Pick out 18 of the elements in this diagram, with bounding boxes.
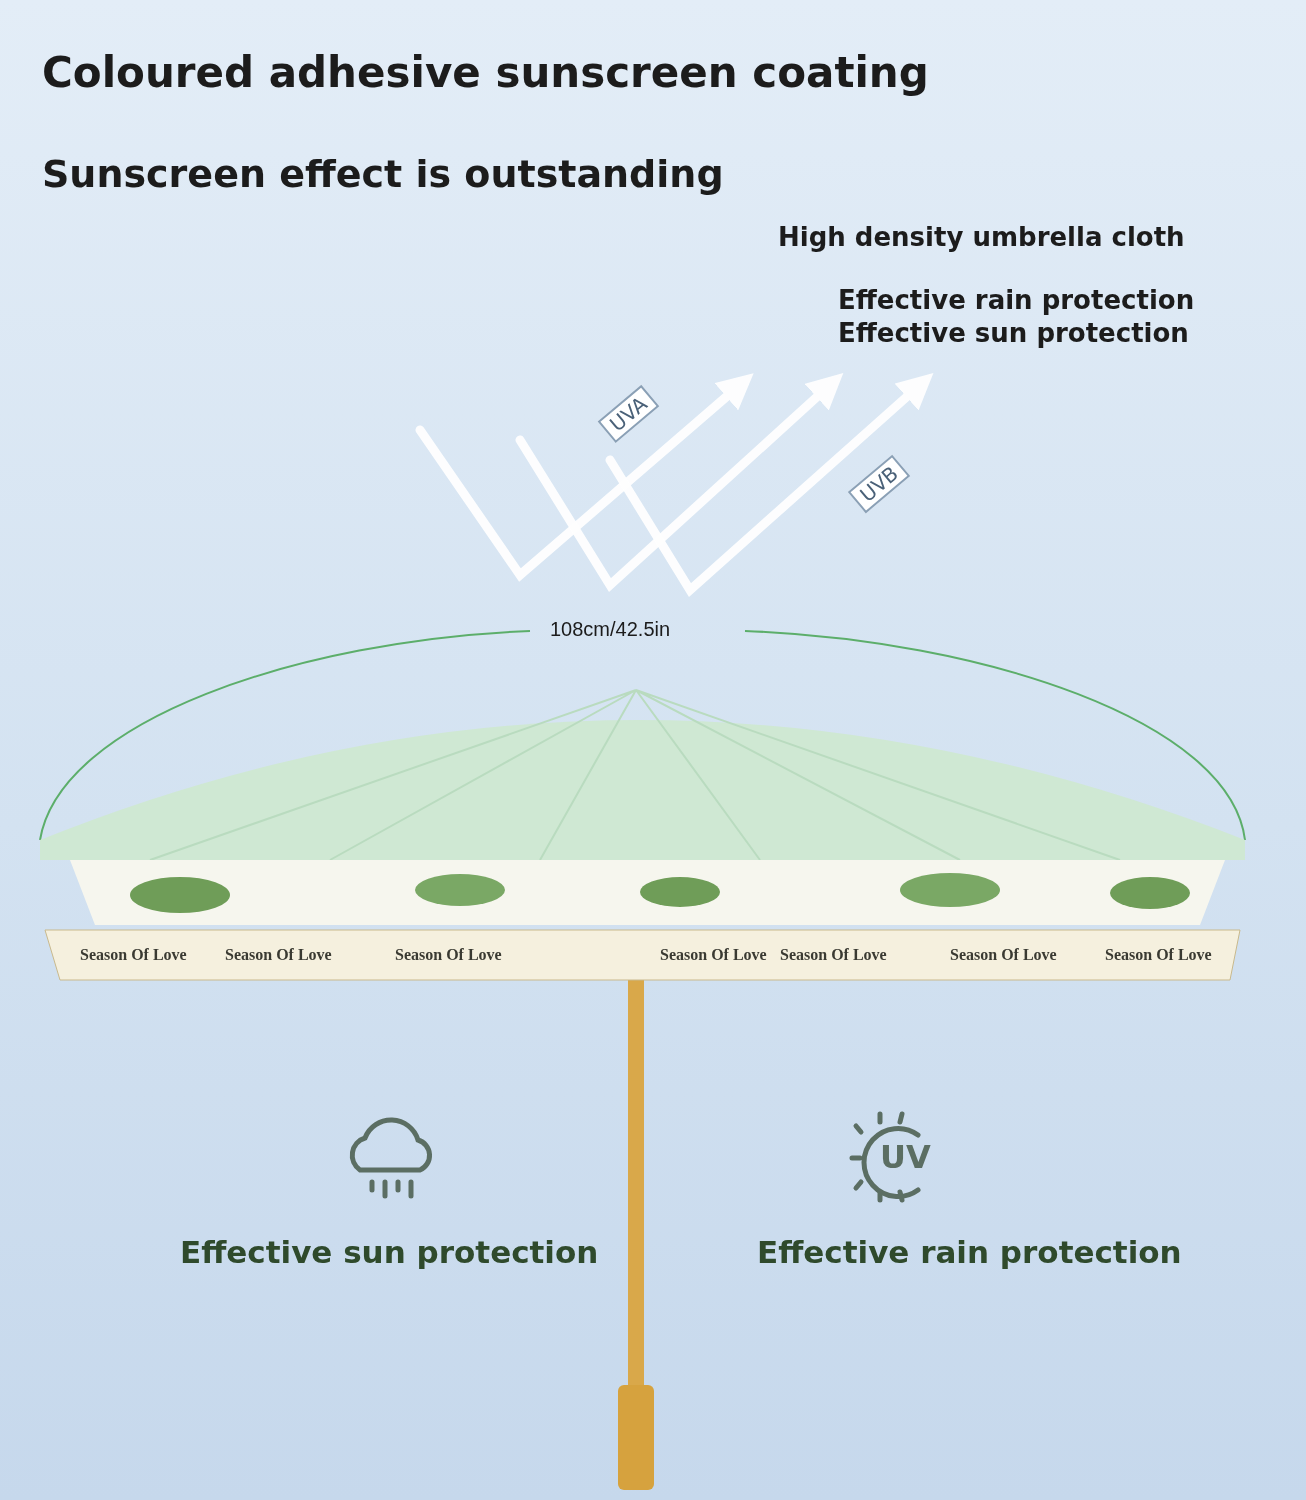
uv-label: UVA bbox=[597, 385, 660, 443]
title: Coloured adhesive sunscreen coating bbox=[42, 48, 929, 97]
pattern-text: Season Of Love bbox=[80, 946, 187, 964]
feature-text: Effective sun protection bbox=[838, 318, 1189, 348]
pattern-text: Season Of Love bbox=[225, 946, 332, 964]
caption-text: Effective rain protection bbox=[757, 1234, 1182, 1270]
subtitle: Sunscreen effect is outstanding bbox=[42, 152, 724, 196]
dimension-label: 108cm/42.5in bbox=[550, 618, 671, 641]
caption-text: Effective sun protection bbox=[180, 1234, 599, 1270]
feature-text: High density umbrella cloth bbox=[778, 222, 1185, 252]
uv-icon-text: UV bbox=[880, 1138, 931, 1176]
pattern-text: Season Of Love bbox=[660, 946, 767, 964]
pattern-text: Season Of Love bbox=[780, 946, 887, 964]
pattern-text: Season Of Love bbox=[395, 946, 502, 964]
pattern-text: Season Of Love bbox=[950, 946, 1057, 964]
feature-text: Effective rain protection bbox=[838, 285, 1195, 315]
pattern-text: Season Of Love bbox=[1105, 946, 1212, 964]
uv-label: UVB bbox=[847, 454, 911, 514]
